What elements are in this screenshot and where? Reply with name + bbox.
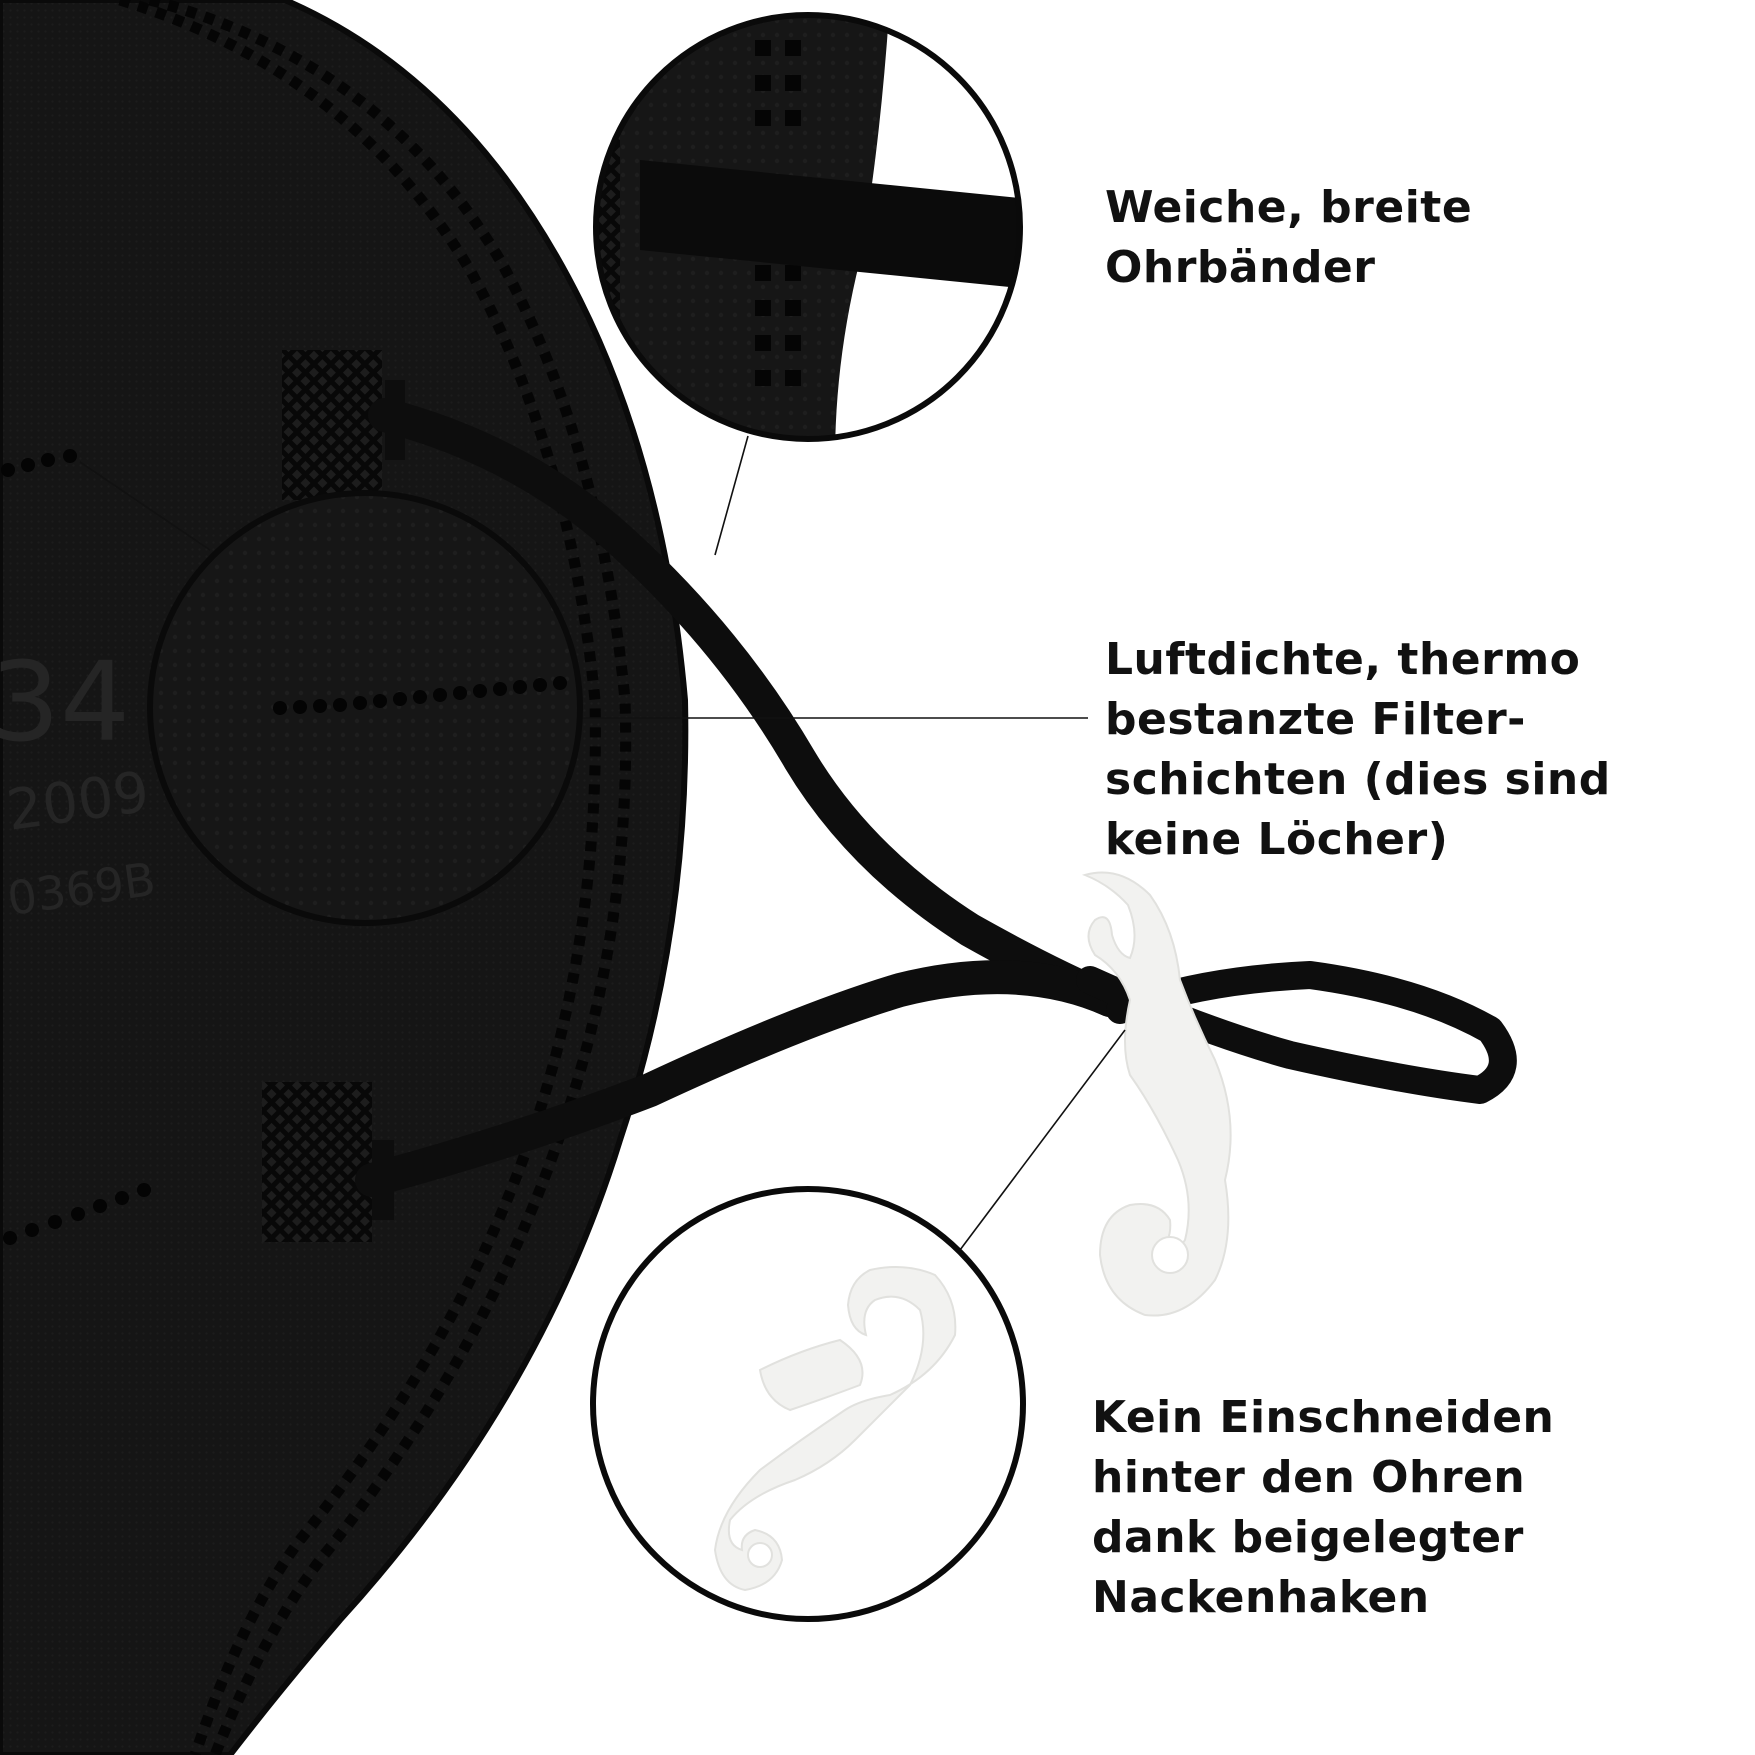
callout-line: Kein Einschneiden xyxy=(1092,1392,1555,1443)
mask-seam-outer xyxy=(148,0,632,1755)
callout-line: Weiche, breite xyxy=(1105,182,1473,233)
callout-line: Ohrbänder xyxy=(1105,242,1376,293)
callout-line: Nackenhaken xyxy=(1092,1572,1430,1623)
zoom-circle-hook xyxy=(590,1186,1026,1622)
callout-filter-layers: Luftdichte, thermo bestanzte Filter- sch… xyxy=(1105,630,1611,870)
strap-end-top xyxy=(385,380,405,460)
strap-weld-bottom xyxy=(262,1082,372,1242)
callout-line: keine Löcher) xyxy=(1105,814,1449,865)
strap-upper xyxy=(368,398,1127,1017)
zoom-circle-filter xyxy=(147,490,583,926)
connector-earband xyxy=(714,435,749,556)
callout-line: hinter den Ohren xyxy=(1092,1452,1526,1503)
ear-strap xyxy=(355,380,1517,1220)
callout-line: Luftdichte, thermo xyxy=(1105,634,1581,685)
thermo-dots xyxy=(1,449,151,1245)
callout-line: schichten (dies sind xyxy=(1105,754,1611,805)
mask-print-number: 34 xyxy=(0,638,130,766)
mask-seam-inner xyxy=(118,0,601,1755)
connector-hook xyxy=(959,1029,1126,1251)
strap-lower xyxy=(355,960,1127,1197)
connector-filter-inner xyxy=(79,461,211,551)
callout-line: dank beigelegter xyxy=(1092,1512,1524,1563)
strap-end-loop xyxy=(1076,961,1517,1104)
callout-connectors xyxy=(79,435,1126,1251)
strap-end-bottom xyxy=(372,1140,394,1220)
zoom-circle-earband xyxy=(593,12,1023,442)
callout-neck-hook: Kein Einschneiden hinter den Ohren dank … xyxy=(1092,1388,1554,1628)
callout-line: bestanzte Filter- xyxy=(1105,694,1526,745)
callout-ear-bands: Weiche, breite Ohrbänder xyxy=(1105,178,1472,298)
neck-hook-icon xyxy=(1081,871,1232,1317)
strap-weld-top xyxy=(282,350,382,500)
